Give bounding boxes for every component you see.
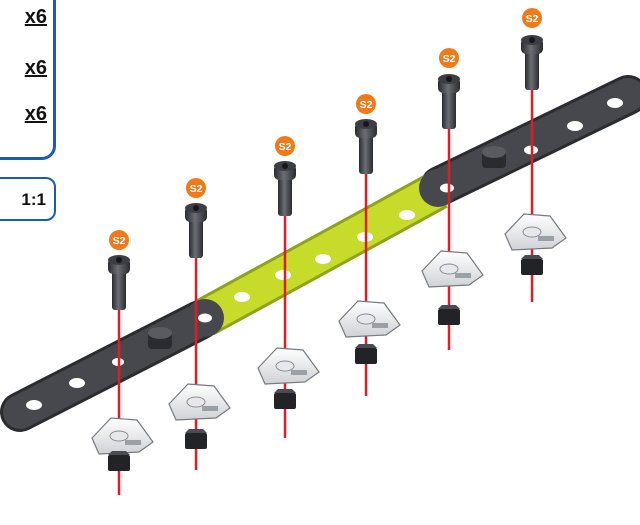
nut-icon [108,451,130,471]
part-label-badge: S2 [109,230,129,250]
part-label-badge: S2 [275,136,295,156]
nut-icon [185,429,207,449]
part-label-badge: S2 [522,8,542,28]
part-label-text: S2 [526,13,539,25]
clip-icon [169,384,230,420]
part-label-badge: S2 [186,178,206,198]
screw-icon [274,161,296,216]
clip-icon [258,348,319,384]
nut-icon [355,344,377,364]
screw-icon [521,35,543,90]
clip-icon [505,214,566,250]
strip-icon [20,95,628,412]
screw-icon [438,74,460,129]
screw-icon [185,203,207,258]
screw-icon [355,119,377,174]
part-label-badge: S2 [439,48,459,68]
nut-icon [274,389,296,409]
part-label-text: S2 [113,235,126,247]
part-label-text: S2 [190,183,203,195]
part-label-text: S2 [360,99,373,111]
clip-icon [339,301,400,337]
part-label-badge: S2 [356,94,376,114]
clip-icon [422,251,483,287]
nut-icon [521,255,543,275]
clip-icon [92,418,153,454]
part-label-text: S2 [443,53,456,65]
part-label-text: S2 [279,141,292,153]
screw-icon [108,255,130,310]
nut-icon [438,305,460,325]
